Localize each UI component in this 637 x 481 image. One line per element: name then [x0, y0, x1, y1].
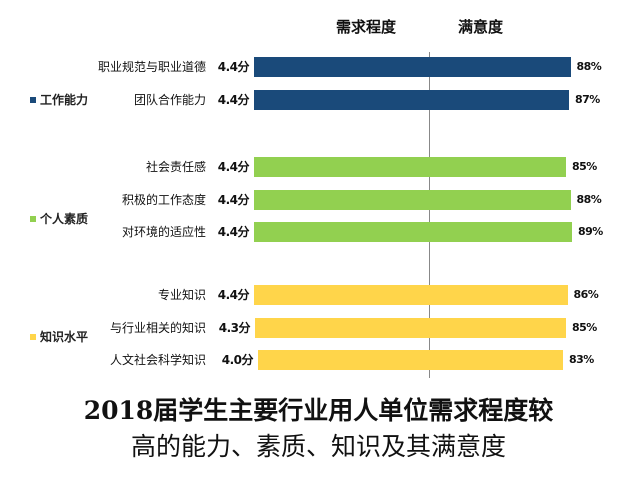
- demand-label: 4.4分: [217, 193, 250, 207]
- bar: [254, 222, 572, 242]
- group-name: 工作能力: [40, 93, 89, 107]
- satisfaction-label: 85%: [572, 160, 597, 173]
- category-label: 对环境的适应性: [121, 225, 206, 239]
- bar: [255, 318, 566, 338]
- bar: [254, 90, 569, 110]
- category-label: 人文社会科学知识: [109, 353, 206, 367]
- demand-label: 4.4分: [217, 93, 250, 107]
- satisfaction-label: 89%: [578, 225, 603, 238]
- legend-square-icon: [30, 216, 36, 222]
- category-label: 团队合作能力: [133, 93, 206, 107]
- satisfaction-label: 88%: [576, 193, 602, 206]
- demand-label: 4.0分: [221, 353, 254, 367]
- bar: [254, 57, 571, 77]
- demand-label: 4.3分: [218, 321, 251, 335]
- chart-title-line-1: 2018届学生主要行业用人单位需求程度较: [83, 396, 554, 425]
- category-label: 专业知识: [157, 288, 206, 302]
- category-label: 积极的工作态度: [121, 193, 206, 207]
- category-label: 与行业相关的知识: [109, 321, 206, 335]
- category-label: 职业规范与职业道德: [97, 60, 206, 74]
- bar: [258, 350, 563, 370]
- bar: [254, 157, 566, 177]
- satisfaction-label: 86%: [573, 288, 599, 301]
- group-label: 工作能力: [30, 92, 88, 108]
- chart-title-line-2: 高的能力、素质、知识及其满意度: [130, 432, 506, 461]
- demand-label: 4.4分: [217, 160, 250, 174]
- group-label: 知识水平: [30, 329, 88, 345]
- legend-square-icon: [30, 97, 36, 103]
- category-label: 社会责任感: [145, 160, 206, 174]
- demand-label: 4.4分: [217, 60, 250, 74]
- satisfaction-label: 88%: [576, 60, 602, 73]
- satisfaction-label: 85%: [572, 321, 597, 334]
- header-satisfaction: 满意度: [458, 18, 504, 36]
- group-name: 个人素质: [40, 212, 89, 226]
- bar: [254, 285, 568, 305]
- satisfaction-label: 87%: [575, 93, 600, 106]
- legend-square-icon: [30, 334, 36, 340]
- bar: [254, 190, 571, 210]
- header-demand: 需求程度: [336, 18, 397, 36]
- demand-label: 4.4分: [217, 288, 250, 302]
- satisfaction-label: 83%: [569, 353, 594, 366]
- center-axis-line: [429, 52, 430, 378]
- demand-label: 4.4分: [217, 225, 250, 239]
- group-label: 个人素质: [30, 211, 88, 227]
- group-name: 知识水平: [40, 330, 89, 344]
